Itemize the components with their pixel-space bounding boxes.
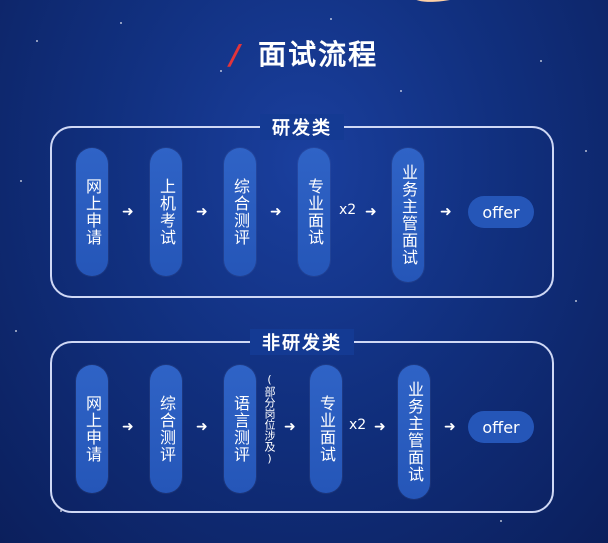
repeat-count: x2	[349, 417, 367, 433]
step-manager-interview: 业务主管面试	[392, 148, 424, 282]
page-title: / 面试流程	[0, 33, 608, 73]
rd-section: 研发类 网上申请 ➜ 上机考试 ➜ 综合测评 ➜ 专业面试 x2 ➜ 业务主管面…	[50, 114, 554, 298]
planet-icon	[408, 0, 508, 16]
title-text: 面试流程	[258, 38, 379, 71]
arrow-icon: ➜	[122, 204, 134, 220]
step-computer-exam: 上机考试	[150, 148, 182, 276]
title-marker: /	[229, 38, 243, 71]
arrow-icon: ➜	[196, 419, 208, 435]
step-manager-interview: 业务主管面试	[398, 365, 430, 499]
step-comprehensive-assessment: 综合测评	[224, 148, 256, 276]
step-comprehensive-assessment: 综合测评	[150, 365, 182, 493]
arrow-icon: ➜	[440, 204, 452, 220]
step-language-assessment: 语言测评	[224, 365, 256, 493]
repeat-count: x2	[339, 202, 357, 218]
step-professional-interview: 专业面试	[298, 148, 330, 276]
arrow-icon: ➜	[122, 419, 134, 435]
step-online-apply: 网上申请	[76, 365, 108, 493]
arrow-icon: ➜	[196, 204, 208, 220]
rd-section-label: 研发类	[260, 114, 344, 140]
non-rd-section: 非研发类 网上申请 ➜ 综合测评 ➜ 语言测评 (部分岗位涉及) ➜ 专业面试 …	[50, 329, 554, 513]
offer-badge: offer	[468, 196, 534, 228]
step-online-apply: 网上申请	[76, 148, 108, 276]
arrow-icon: ➜	[365, 204, 377, 220]
step-professional-interview: 专业面试	[310, 365, 342, 493]
arrow-icon: ➜	[284, 419, 296, 435]
arrow-icon: ➜	[270, 204, 282, 220]
arrow-icon: ➜	[444, 419, 456, 435]
non-rd-section-label: 非研发类	[250, 329, 354, 355]
arrow-icon: ➜	[374, 419, 386, 435]
partial-positions-note: (部分岗位涉及)	[263, 373, 276, 465]
offer-badge: offer	[468, 411, 534, 443]
